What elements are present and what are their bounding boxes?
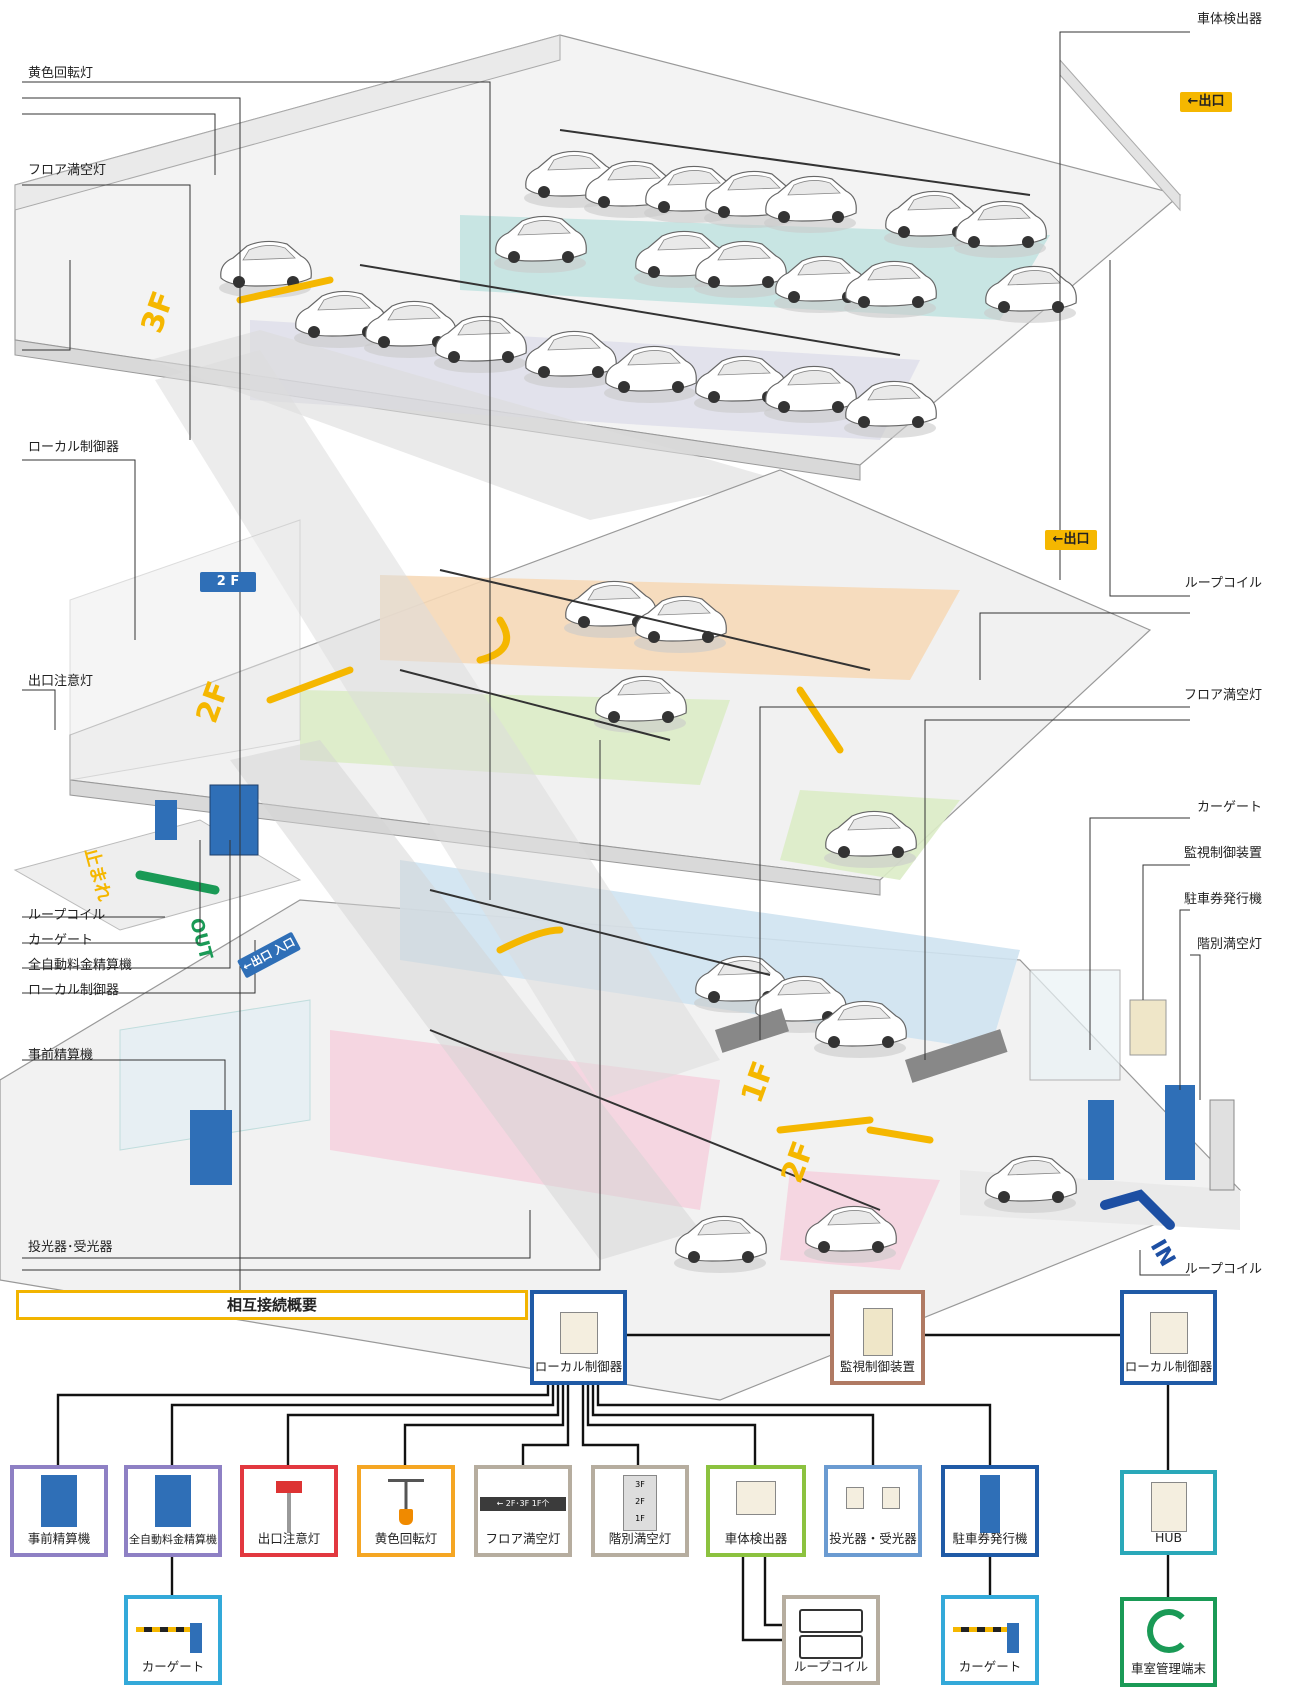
callout-car-gate-left: カーゲート: [28, 933, 94, 948]
device-label: 駐車券発行機: [952, 1531, 1028, 1546]
terminal-logo-icon: [1146, 1609, 1191, 1653]
in-label: IN: [1145, 1236, 1180, 1272]
hub-label: HUB: [1154, 1530, 1183, 1545]
fare-machine-icon: [155, 1475, 191, 1527]
hub-cabinet-icon: [1150, 1482, 1187, 1532]
device-box-prepay: 事前精算機: [10, 1465, 108, 1557]
device-label: 事前精算機: [27, 1531, 91, 1546]
callout-car-gate-right: カーゲート: [1196, 800, 1262, 815]
gate-bar-icon: [135, 1627, 196, 1632]
device-box-floor-light: ← 2F･3F 1F个 フロア満空灯: [474, 1465, 572, 1557]
floor-2f-label: 2F: [635, 1497, 645, 1506]
glass-wall: [119, 999, 311, 1151]
gate-post-icon: [190, 1623, 203, 1653]
controller-cabinet-icon: [559, 1312, 598, 1354]
out-label: OUT: [185, 916, 216, 963]
rotating-light-icon: [399, 1509, 413, 1525]
callout-loop-coil-left: ループコイル: [28, 908, 106, 923]
device-box-exit-warning: 出口注意灯: [240, 1465, 338, 1557]
device-label: 車体検出器: [724, 1531, 788, 1546]
callout-exit-warning-light: 出口注意灯: [28, 674, 94, 689]
leader-lines: [22, 31, 1201, 1290]
callout-loop-coil-bottom: ループコイル: [1184, 1262, 1262, 1277]
car-gate-1-label: カーゲート: [141, 1659, 205, 1674]
monitor-control-label: 監視制御装置: [839, 1359, 915, 1374]
interconnection-summary-title: 相互接続概要: [16, 1290, 528, 1320]
device-label: 黄色回転灯: [374, 1531, 438, 1546]
floor-3f-label: 3F: [635, 1480, 645, 1489]
callout-monitor-unit: 監視制御装置: [1183, 846, 1262, 861]
prepay-machine-icon: [41, 1475, 77, 1527]
callout-floor-light-right: 階別満空灯: [1196, 937, 1262, 952]
room-terminal-box: 車室管理端末: [1120, 1597, 1217, 1687]
exit-sign-top: ←出口: [1180, 92, 1232, 112]
callout-loop-coil-mid: ループコイル: [1184, 576, 1262, 591]
ramp: [230, 740, 700, 1260]
loop-coil-label: ループコイル: [793, 1659, 869, 1674]
room-terminal-label: 車室管理端末: [1130, 1661, 1206, 1676]
callout-prepay-machine: 事前精算機: [28, 1048, 94, 1063]
hub-box: HUB: [1120, 1470, 1217, 1555]
device-label: 階別満空灯: [608, 1531, 672, 1546]
callout-projector-receiver: 投光器･受光器: [28, 1240, 113, 1255]
equipment: [155, 784, 1235, 1191]
warning-light-icon: [276, 1481, 302, 1493]
callout-vehicle-detector: 車体検出器: [1196, 12, 1262, 27]
car-gate-box-2: カーゲート: [941, 1595, 1039, 1685]
device-box-projector: 投光器・受光器: [824, 1465, 922, 1557]
ticket-machine-icon: [980, 1475, 1000, 1533]
pole-icon: [287, 1493, 291, 1533]
device-box-floor-status: 3F 2F 1F 階別満空灯: [591, 1465, 689, 1557]
callout-floor-full-light-right: フロア満空灯: [1183, 688, 1262, 703]
detector-icon: [736, 1481, 776, 1515]
floor-2f-sign: 2 F: [200, 572, 256, 592]
wall: [69, 519, 301, 781]
monitor-unit-icon: [862, 1308, 893, 1356]
callout-local-controller-top: ローカル制御器: [28, 440, 120, 455]
gate-post-icon: [1007, 1623, 1020, 1653]
local-controller-main-box: ローカル制御器: [530, 1290, 627, 1385]
out-arrow: [135, 870, 220, 895]
device-label: 出口注意灯: [257, 1531, 321, 1546]
loop-coil-box: ループコイル: [782, 1595, 880, 1685]
device-box-auto-fare: 全自動料金精算機: [124, 1465, 222, 1557]
callout-rotating-light: 黄色回転灯: [28, 66, 94, 81]
callout-ticket-machine: 駐車券発行機: [1183, 892, 1262, 907]
loop-coil-icon: [799, 1609, 863, 1633]
monitor-control-box: 監視制御装置: [830, 1290, 925, 1385]
car-gate-2-label: カーゲート: [958, 1659, 1022, 1674]
local-controller-right-label: ローカル制御器: [1124, 1359, 1213, 1374]
network-lines: [56, 1333, 1170, 1642]
device-box-vehicle-detector: 車体検出器: [706, 1465, 806, 1557]
device-label: 全自動料金精算機: [129, 1533, 217, 1546]
exit-sign-mid: ←出口: [1045, 530, 1097, 550]
callout-floor-full-light-top: フロア満空灯: [28, 163, 107, 178]
loop-coil-icon: [799, 1635, 863, 1659]
local-controller-main-label: ローカル制御器: [534, 1359, 623, 1374]
floor-status-panel-icon: 3F 2F 1F: [623, 1475, 657, 1531]
gate-bar-icon: [952, 1627, 1013, 1632]
projector-icon: [846, 1487, 864, 1509]
local-controller-right-box: ローカル制御器: [1120, 1290, 1217, 1385]
device-label: 投光器・受光器: [829, 1531, 917, 1546]
callout-local-controller-left: ローカル制御器: [28, 983, 120, 998]
floor-arrows: [236, 276, 934, 1144]
controller-cabinet-icon: [1149, 1312, 1188, 1354]
rod-icon: [404, 1479, 408, 1509]
callout-auto-fare-machine: 全自動料金精算機: [28, 958, 133, 973]
floor-1f-label: 1F: [635, 1514, 645, 1523]
sensor-lines: [359, 129, 1031, 1211]
device-box-ticket-machine: 駐車券発行機: [941, 1465, 1039, 1557]
receiver-icon: [882, 1487, 900, 1509]
device-label: フロア満空灯: [485, 1531, 561, 1546]
in-arrow: [1100, 1189, 1175, 1230]
floor-full-sign-icon: ← 2F･3F 1F个: [480, 1497, 566, 1511]
car-gate-box-1: カーゲート: [124, 1595, 222, 1685]
device-box-rotating-light: 黄色回転灯: [357, 1465, 455, 1557]
